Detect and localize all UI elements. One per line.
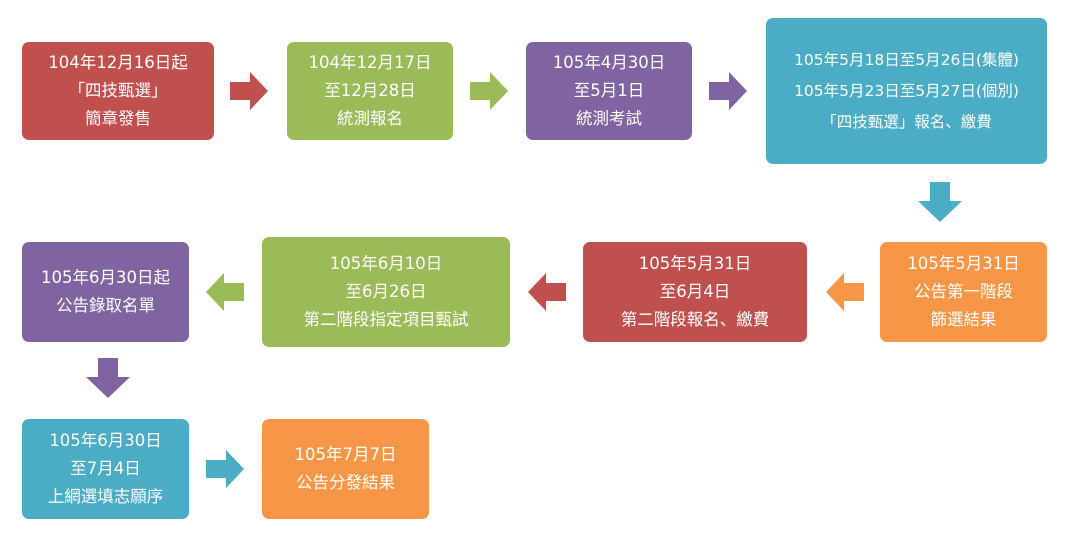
step-box-7: 105年6月10日 至6月26日 第二階段指定項目甄試 — [262, 237, 510, 347]
step-9-line-2: 至7月4日 — [70, 459, 141, 478]
step-box-2: 104年12月17日 至12月28日 統測報名 — [287, 42, 453, 140]
step-4-line-2: 105年5月23日至5月27日(個別) — [794, 81, 1019, 100]
step-1-line-3: 簡章發售 — [85, 109, 151, 128]
arrow-right-icon — [709, 72, 747, 110]
arrow-right-icon — [470, 72, 508, 110]
step-1-line-1: 104年12月16日起 — [48, 53, 188, 72]
step-9-line-1: 105年6月30日 — [49, 431, 162, 450]
step-box-5: 105年5月31日 公告第一階段 篩選結果 — [880, 242, 1047, 342]
step-7-line-2: 至6月26日 — [345, 282, 427, 301]
step-4-line-1: 105年5月18日至5月26日(集體) — [794, 50, 1019, 69]
step-3-line-2: 至5月1日 — [573, 81, 645, 100]
arrow-down-icon — [86, 358, 130, 398]
arrow-left-icon — [826, 273, 864, 311]
step-box-8: 105年6月30日起 公告錄取名單 — [22, 242, 189, 342]
step-box-3: 105年4月30日 至5月1日 統測考試 — [526, 42, 692, 140]
arrow-left-icon — [528, 273, 566, 311]
step-2-line-3: 統測報名 — [337, 109, 403, 128]
step-6-line-2: 至6月4日 — [659, 282, 731, 301]
step-7-line-1: 105年6月10日 — [329, 254, 443, 273]
step-6-line-1: 105年5月31日 — [638, 254, 752, 273]
arrow-right-icon — [230, 72, 268, 110]
step-3-line-3: 統測考試 — [576, 109, 642, 128]
step-10-line-1: 105年7月7日 — [294, 445, 397, 464]
step-box-9: 105年6月30日 至7月4日 上網選填志願序 — [22, 419, 189, 519]
step-2-line-1: 104年12月17日 — [308, 53, 432, 72]
step-9-line-3: 上網選填志願序 — [47, 487, 164, 506]
step-8-line-2: 公告錄取名單 — [56, 296, 155, 315]
step-1-line-2: 「四技甄選」 — [68, 81, 168, 100]
step-box-1: 104年12月16日起 「四技甄選」 簡章發售 — [22, 42, 214, 140]
step-2-line-2: 至12月28日 — [324, 81, 416, 100]
step-5-line-2: 公告第一階段 — [914, 282, 1013, 301]
step-5-line-3: 篩選結果 — [930, 310, 997, 329]
step-8-line-1: 105年6月30日起 — [41, 268, 170, 287]
step-7-line-3: 第二階段指定項目甄試 — [303, 310, 469, 329]
arrow-down-icon — [918, 182, 962, 222]
step-5-line-1: 105年5月31日 — [907, 254, 1020, 273]
step-10-line-2: 公告分發結果 — [296, 473, 395, 492]
arrow-left-icon — [206, 273, 244, 311]
step-box-6: 105年5月31日 至6月4日 第二階段報名、繳費 — [583, 242, 807, 342]
step-box-10: 105年7月7日 公告分發結果 — [262, 419, 429, 519]
step-box-4: 105年5月18日至5月26日(集體) 105年5月23日至5月27日(個別) … — [766, 18, 1047, 164]
arrow-right-icon — [206, 450, 244, 488]
step-4-line-3: 「四技甄選」報名、繳費 — [821, 112, 992, 131]
step-3-line-1: 105年4月30日 — [552, 53, 666, 72]
step-6-line-3: 第二階段報名、繳費 — [620, 310, 770, 329]
